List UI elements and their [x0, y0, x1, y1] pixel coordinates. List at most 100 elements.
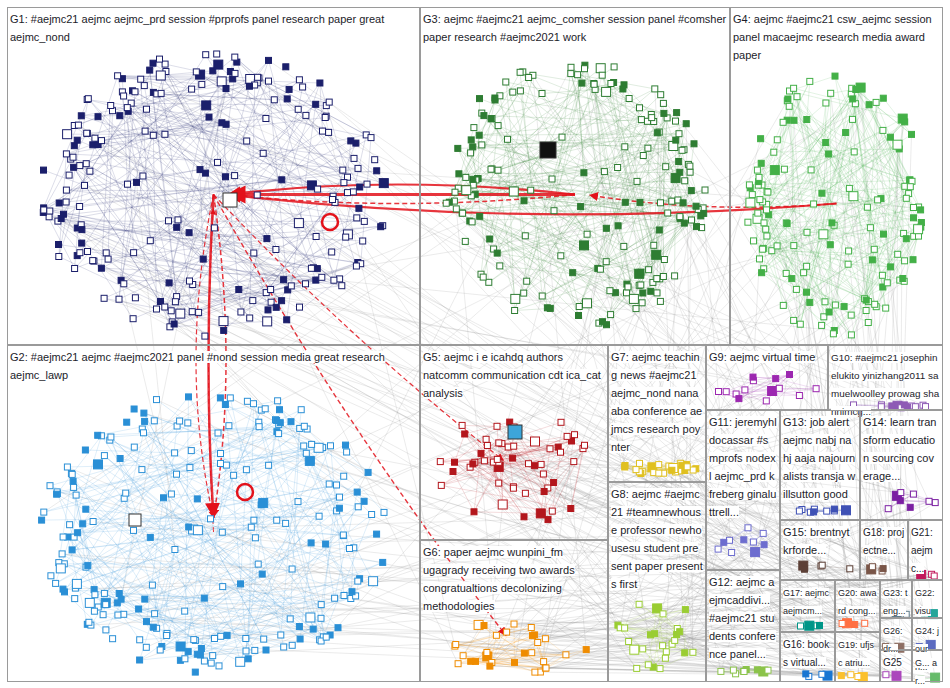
vertex-icon: [125, 181, 131, 187]
network-edge: [618, 132, 660, 168]
network-edge: [772, 251, 825, 302]
vertex-icon: [82, 182, 88, 188]
vertex-icon: [78, 113, 84, 119]
network-edge: [471, 140, 489, 282]
network-edge: [361, 138, 371, 264]
vertex-icon: [263, 317, 272, 326]
network-edge: [736, 394, 766, 401]
network-edge: [541, 462, 574, 514]
vertex-icon: [87, 168, 93, 174]
vertex-icon: [41, 167, 47, 173]
network-edge: [566, 626, 820, 655]
network-edge: [170, 263, 358, 327]
network-edge: [515, 260, 665, 311]
vertex-icon: [196, 309, 202, 315]
network-edge: [56, 436, 102, 584]
vertex-icon: [84, 131, 90, 137]
network-edge: [106, 433, 218, 630]
vertex-icon: [162, 304, 168, 310]
network-edge: [93, 145, 199, 313]
vertex-icon: [176, 309, 185, 318]
network-edge: [853, 119, 914, 207]
network-edge: [144, 433, 221, 637]
network-edge: [59, 76, 118, 257]
network-edge: [299, 223, 919, 646]
network-edge: [177, 280, 316, 297]
network-edge: [56, 453, 307, 583]
network-edge: [101, 106, 110, 269]
vertex-icon: [175, 217, 181, 223]
network-edge: [487, 505, 502, 657]
network-edge: [834, 90, 856, 331]
network-edge: [454, 201, 827, 675]
network-edge: [167, 633, 921, 679]
network-edge: [804, 234, 884, 273]
network-edge: [618, 625, 935, 677]
network-edge: [887, 137, 890, 283]
network-edge: [164, 426, 229, 498]
network-edge: [571, 445, 585, 508]
network-edge: [462, 425, 514, 427]
network-edge: [189, 397, 219, 433]
vertex-icon: [71, 164, 77, 170]
network-edge: [225, 405, 276, 521]
network-edge: [63, 537, 150, 589]
network-edge: [500, 78, 529, 96]
network-edge: [254, 404, 314, 629]
network-edge: [145, 599, 194, 640]
network-edge: [571, 67, 704, 213]
network-edge: [446, 72, 520, 203]
vertex-icon: [341, 180, 347, 186]
network-edge: [499, 452, 561, 467]
network-edge: [287, 104, 316, 319]
vertex-icon: [313, 101, 319, 107]
network-edge: [80, 55, 206, 253]
network-edge: [777, 180, 910, 246]
network-edge: [520, 91, 682, 150]
network-edge: [234, 448, 319, 476]
network-edge: [664, 113, 691, 190]
vertex-icon: [331, 277, 337, 283]
network-edge: [72, 527, 251, 550]
vertex-icon: [372, 157, 378, 163]
network-edge: [44, 133, 87, 210]
network-edge: [78, 397, 189, 533]
network-edge: [753, 375, 789, 381]
network-edge: [823, 194, 908, 235]
network-edge: [541, 513, 897, 675]
network-edge: [161, 93, 371, 137]
self-loop: [322, 214, 338, 230]
vertex-icon: [105, 256, 111, 262]
network-edge: [629, 642, 654, 668]
network-edge: [250, 85, 255, 318]
network-edge: [63, 589, 204, 598]
vertex-icon: [206, 114, 212, 120]
vertex-icon: [203, 52, 209, 58]
network-edge: [768, 130, 883, 192]
network-edge: [72, 426, 229, 550]
network-edge: [80, 80, 300, 166]
network-edge: [852, 88, 921, 227]
network-edge: [718, 528, 748, 549]
network-edge: [637, 632, 680, 669]
network-edge: [126, 410, 302, 493]
vertex-icon: [345, 190, 351, 196]
network-edge: [523, 72, 616, 293]
network-edge: [44, 208, 75, 269]
network-edge: [764, 269, 797, 290]
network-edge: [783, 233, 903, 305]
network-edge: [455, 462, 503, 504]
network-edge: [754, 104, 856, 241]
vertex-icon: [303, 112, 309, 118]
network-edge: [527, 83, 582, 281]
vertex-icon: [350, 189, 356, 195]
network-edge: [552, 179, 691, 191]
network-edge: [150, 461, 309, 538]
network-edge: [538, 643, 546, 669]
vertex-icon: [199, 81, 205, 87]
network-edge: [480, 216, 607, 324]
network-edge: [258, 77, 358, 168]
network-edge: [822, 187, 910, 194]
vertex-icon: [251, 250, 257, 256]
heavy-edge: [228, 195, 576, 204]
